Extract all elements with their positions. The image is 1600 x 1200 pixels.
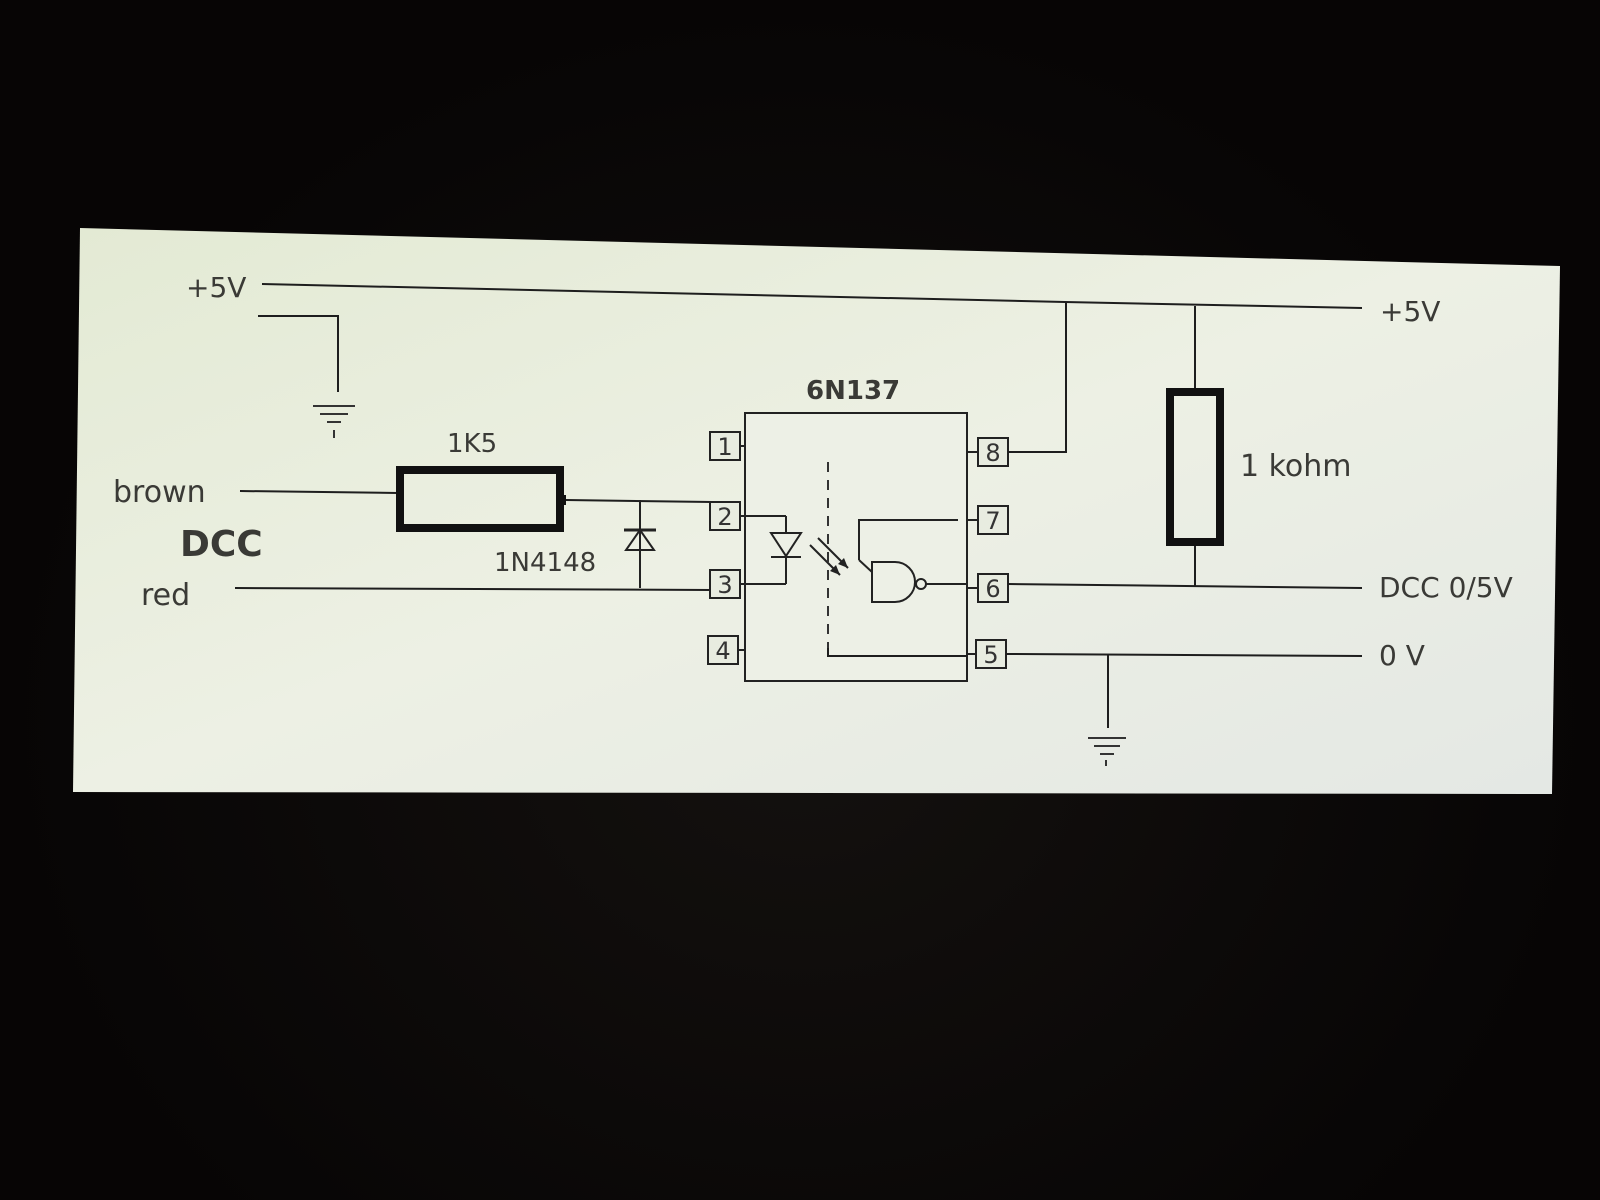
- ic-pin-3: 3: [709, 569, 745, 599]
- label-resistor-input: 1K5: [447, 429, 497, 459]
- output-ground-wire: [1005, 653, 1363, 657]
- ic-pin-7: 7: [977, 505, 1009, 535]
- ic-pin-2: 2: [709, 501, 745, 531]
- resistor-1kohm: [1166, 388, 1224, 546]
- nand-gate-symbol: [858, 519, 967, 603]
- svg-text:3: 3: [717, 571, 732, 599]
- left-ground-wire: [258, 315, 339, 392]
- ic-pin-6: 6: [977, 573, 1009, 603]
- svg-text:6: 6: [985, 575, 1000, 603]
- ic-pin-5: 5: [975, 639, 1007, 669]
- label-input-group: DCC: [180, 524, 263, 565]
- ic-pin-4: 4: [707, 635, 745, 665]
- label-diode: 1N4148: [494, 548, 596, 578]
- svg-text:8: 8: [985, 439, 1000, 467]
- label-output-signal: DCC 0/5V: [1379, 571, 1513, 604]
- label-ic: 6N137: [806, 376, 900, 406]
- ic-pin-8: 8: [977, 437, 1009, 467]
- svg-text:7: 7: [985, 507, 1000, 535]
- led-symbol: [745, 515, 849, 585]
- ic-pin-1: 1: [709, 431, 745, 461]
- resistor-1k5-lead: [560, 495, 566, 505]
- red-wire: [234, 587, 713, 591]
- label-input-red: red: [141, 578, 190, 613]
- svg-text:4: 4: [715, 637, 730, 665]
- ground-symbol-right: [1088, 737, 1126, 766]
- label-supply-right: +5V: [1380, 295, 1440, 328]
- label-input-brown: brown: [113, 475, 206, 510]
- output-signal-wire: [1007, 583, 1363, 589]
- svg-text:1: 1: [717, 433, 732, 461]
- brown-wire: [239, 490, 399, 494]
- internal-ground-wire: [827, 648, 967, 657]
- label-output-ground: 0 V: [1379, 639, 1425, 672]
- label-resistor-pullup: 1 kohm: [1240, 449, 1352, 484]
- label-supply-left: +5V: [186, 271, 246, 304]
- ground-symbol-left: [313, 405, 355, 438]
- pin8-supply-wire: [1008, 302, 1067, 453]
- diode-1n4148: [624, 500, 656, 588]
- svg-text:5: 5: [983, 641, 998, 669]
- ic-6n137-body: [744, 412, 968, 682]
- svg-text:2: 2: [717, 503, 732, 531]
